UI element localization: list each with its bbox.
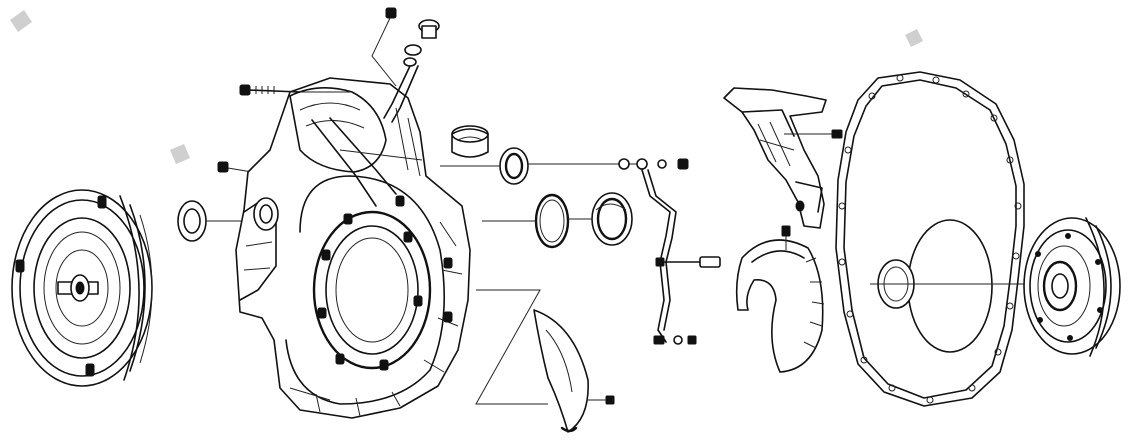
converter-hub-seal	[178, 201, 262, 241]
housing-bolt-top	[240, 85, 350, 95]
splash-shield	[476, 290, 614, 432]
retaining-ring	[452, 126, 488, 157]
upper-cover-bracket	[724, 88, 842, 228]
flange-bolts	[1036, 234, 1103, 341]
converter-lugs	[16, 196, 106, 376]
housing-bolt-left	[218, 162, 252, 172]
torque-converter	[12, 190, 152, 386]
wiring-harness	[528, 159, 720, 344]
seal-ring-small	[482, 195, 568, 247]
seal-ring-large	[568, 193, 632, 245]
watermark-marks	[10, 10, 923, 164]
gasket-plate	[836, 72, 1024, 406]
bearing-collar	[440, 148, 528, 184]
housing-drain-plug	[372, 8, 396, 86]
gasket-bolt-holes	[839, 75, 1021, 403]
housing-bosses	[318, 196, 452, 370]
output-flange	[1024, 218, 1120, 356]
filler-tube-fitting	[384, 20, 439, 122]
lower-shield-bracket	[737, 226, 824, 372]
converter-housing	[236, 78, 470, 418]
